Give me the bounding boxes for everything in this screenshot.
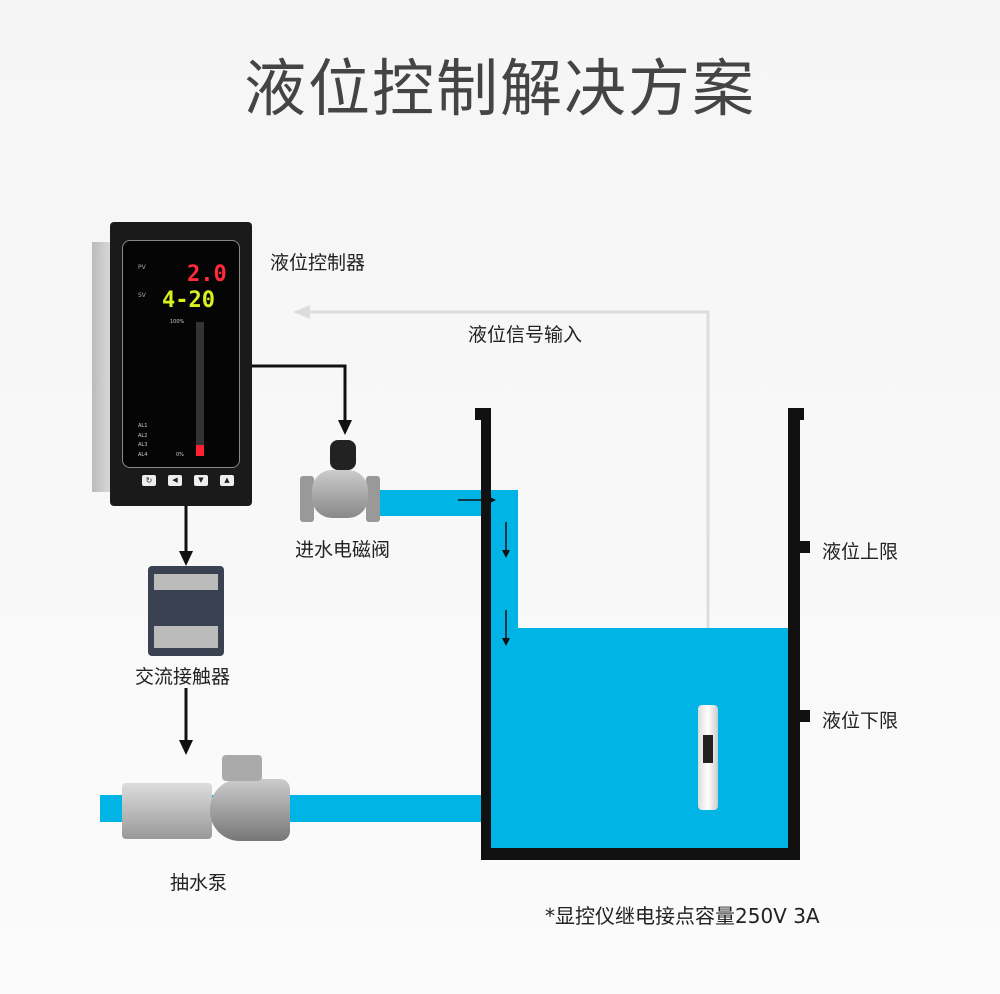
- pv-tag: PV: [138, 264, 146, 271]
- page-title: 液位控制解决方案: [243, 52, 756, 125]
- valve-label: 进水电磁阀: [295, 539, 391, 561]
- up-button[interactable]: ▲: [220, 475, 234, 486]
- tank-left-wall: [481, 408, 491, 860]
- ac-contactor: [148, 566, 224, 656]
- controller-label: 液位控制器: [270, 252, 366, 274]
- alarm-3: AL3: [138, 442, 148, 448]
- water: [491, 628, 788, 848]
- left-button[interactable]: ◀: [168, 475, 182, 486]
- down-button[interactable]: ▼: [194, 475, 208, 486]
- signal-label: 液位信号输入: [468, 324, 583, 346]
- level-controller: PV 2.0 SV 4-20 100% 0% AL1 AL2 AL3 AL4 ↻…: [92, 222, 252, 506]
- relay-note: *显控仪继电接点容量250V 3A: [545, 904, 820, 928]
- scale-bottom: 0%: [176, 452, 184, 458]
- contactor-label: 交流接触器: [135, 666, 231, 688]
- pv-display: 2.0: [187, 262, 227, 287]
- upper-limit-marker: [800, 541, 810, 553]
- alarm-1: AL1: [138, 423, 148, 429]
- inlet-pipe-down: [491, 490, 518, 630]
- solenoid-valve: [300, 440, 382, 522]
- reset-button[interactable]: ↻: [142, 475, 156, 486]
- pump-label: 抽水泵: [170, 872, 228, 894]
- sv-tag: SV: [138, 292, 146, 299]
- sv-display: 4-20: [162, 288, 215, 313]
- alarm-4: AL4: [138, 451, 148, 458]
- water-pump: [122, 755, 290, 847]
- tank-right-wall: [788, 408, 800, 860]
- level-bargraph: [196, 322, 204, 456]
- alarm-2: AL2: [138, 432, 148, 439]
- scale-top: 100%: [170, 319, 185, 325]
- tank-bottom: [481, 848, 800, 860]
- upper-limit-label: 液位上限: [822, 541, 899, 563]
- lower-limit-marker: [800, 710, 810, 722]
- level-probe: [698, 705, 718, 810]
- lower-limit-label: 液位下限: [822, 710, 899, 732]
